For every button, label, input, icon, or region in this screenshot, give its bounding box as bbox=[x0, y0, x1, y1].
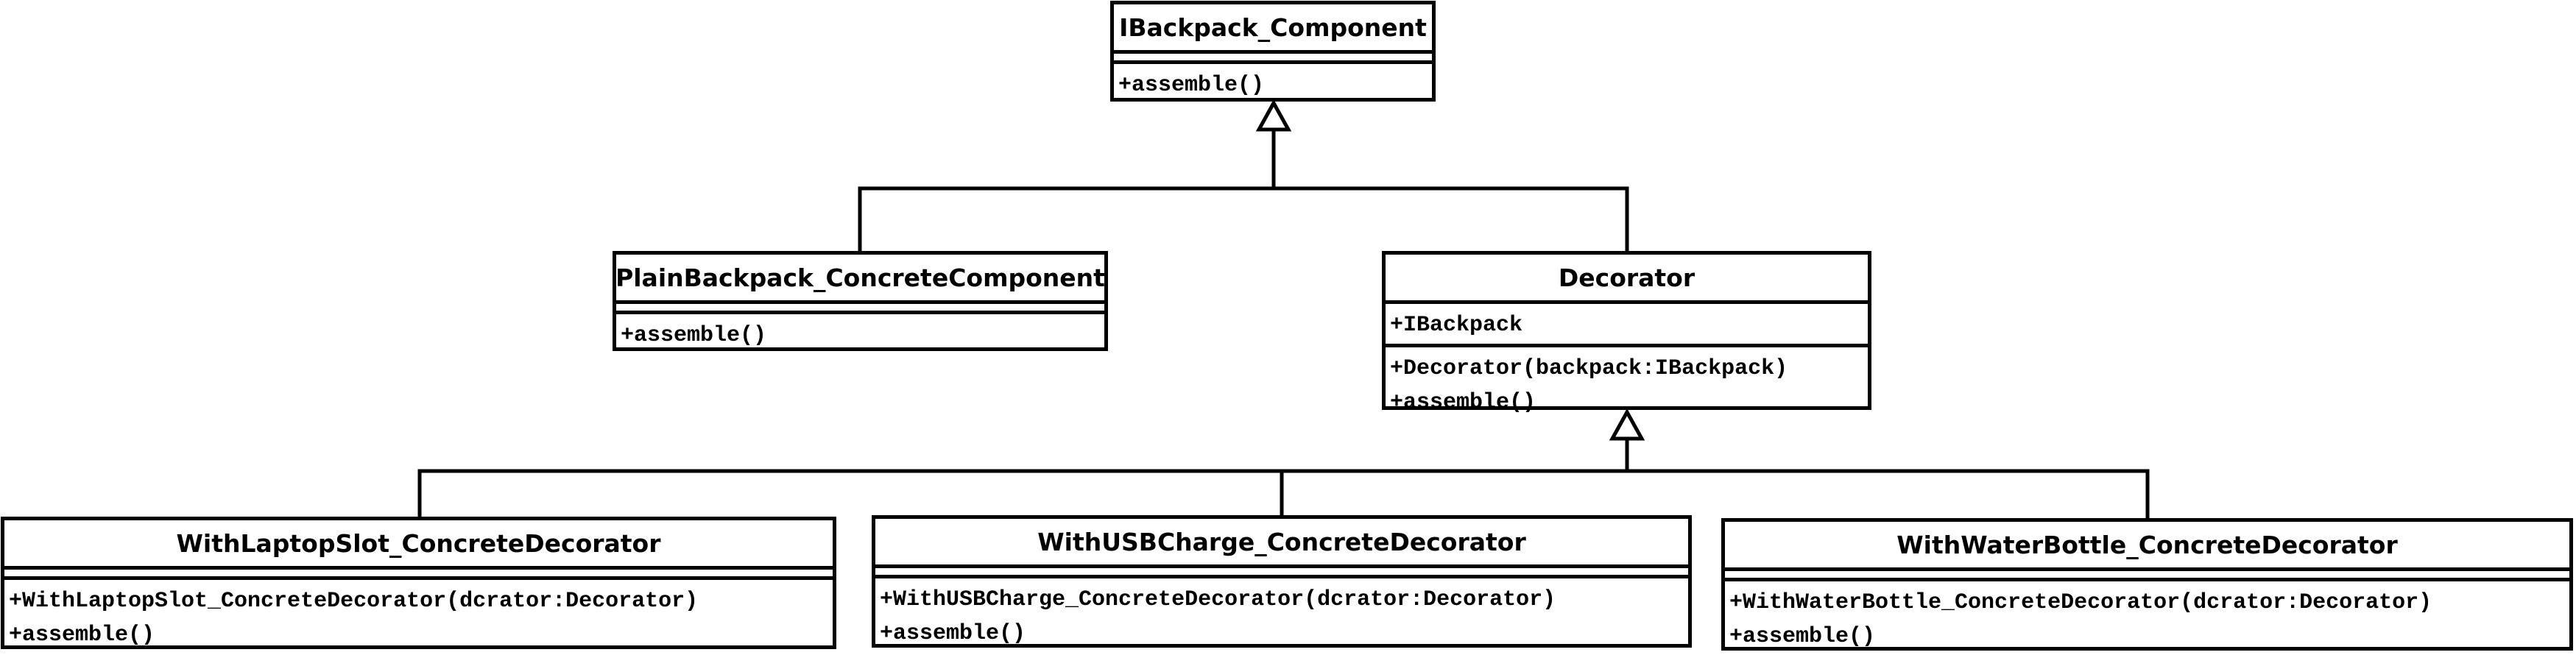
class-name: Decorator bbox=[1558, 263, 1695, 292]
generalization-edge-plainbackpack bbox=[858, 130, 1276, 253]
attribute-ibackpack: +IBackpack bbox=[1390, 313, 1523, 338]
class-withlaptopslot-concretedecorator[interactable]: WithLaptopSlot_ConcreteDecorator +WithLa… bbox=[1, 517, 836, 649]
class-ibackpack-component[interactable]: IBackpack_Component +assemble() bbox=[1110, 1, 1436, 102]
methods-compartment: +assemble() bbox=[1114, 60, 1432, 104]
attributes-compartment bbox=[4, 566, 833, 576]
attributes-compartment bbox=[616, 300, 1104, 311]
methods-compartment: +WithWaterBottle_ConcreteDecorator(dcrat… bbox=[1725, 578, 2569, 655]
method-withwaterbottle-constructor: +WithWaterBottle_ConcreteDecorator(dcrat… bbox=[1729, 590, 2432, 615]
class-name: WithLaptopSlot_ConcreteDecorator bbox=[176, 528, 661, 558]
generalization-edge-withlaptopslot bbox=[417, 439, 1629, 518]
class-name: WithWaterBottle_ConcreteDecorator bbox=[1896, 530, 2398, 559]
method-assemble: +assemble() bbox=[9, 623, 155, 648]
class-name: WithUSBCharge_ConcreteDecorator bbox=[1037, 527, 1526, 556]
method-decorator-constructor: +Decorator(backpack:IBackpack) bbox=[1390, 356, 1788, 381]
generalization-edge-decorator bbox=[1274, 186, 1629, 253]
attributes-compartment bbox=[1725, 567, 2569, 578]
class-withwaterbottle-concretedecorator[interactable]: WithWaterBottle_ConcreteDecorator +WithW… bbox=[1721, 518, 2573, 651]
class-decorator[interactable]: Decorator +IBackpack +Decorator(backpack… bbox=[1382, 251, 1871, 415]
class-plainbackpack-concretecomponent[interactable]: PlainBackpack_ConcreteComponent +assembl… bbox=[613, 251, 1108, 351]
method-assemble: +assemble() bbox=[880, 621, 1026, 646]
method-withlaptopslot-constructor: +WithLaptopSlot_ConcreteDecorator(dcrato… bbox=[9, 589, 699, 614]
method-withusbcharge-constructor: +WithUSBCharge_ConcreteDecorator(dcrator… bbox=[880, 587, 1556, 612]
attributes-compartment bbox=[1114, 50, 1432, 60]
methods-compartment: +WithLaptopSlot_ConcreteDecorator(dcrato… bbox=[4, 576, 833, 654]
generalization-edge-withwaterbottle bbox=[1627, 469, 2150, 518]
method-assemble: +assemble() bbox=[1729, 624, 1876, 649]
class-withusbcharge-concretedecorator[interactable]: WithUSBCharge_ConcreteDecorator +WithUSB… bbox=[872, 515, 1692, 648]
attributes-compartment bbox=[875, 564, 1688, 575]
generalization-arrowhead-ibackpack bbox=[1255, 99, 1292, 132]
method-assemble: +assemble() bbox=[1118, 73, 1265, 98]
attributes-compartment: +IBackpack bbox=[1386, 300, 1868, 344]
class-name: IBackpack_Component bbox=[1119, 13, 1427, 42]
class-name: PlainBackpack_ConcreteComponent bbox=[615, 263, 1105, 292]
methods-compartment: +Decorator(backpack:IBackpack) +assemble… bbox=[1386, 344, 1868, 421]
method-assemble: +assemble() bbox=[621, 323, 767, 348]
generalization-arrowhead-decorator bbox=[1609, 408, 1645, 441]
method-assemble: +assemble() bbox=[1390, 390, 1536, 415]
methods-compartment: +WithUSBCharge_ConcreteDecorator(dcrator… bbox=[875, 575, 1688, 652]
methods-compartment: +assemble() bbox=[616, 311, 1104, 354]
